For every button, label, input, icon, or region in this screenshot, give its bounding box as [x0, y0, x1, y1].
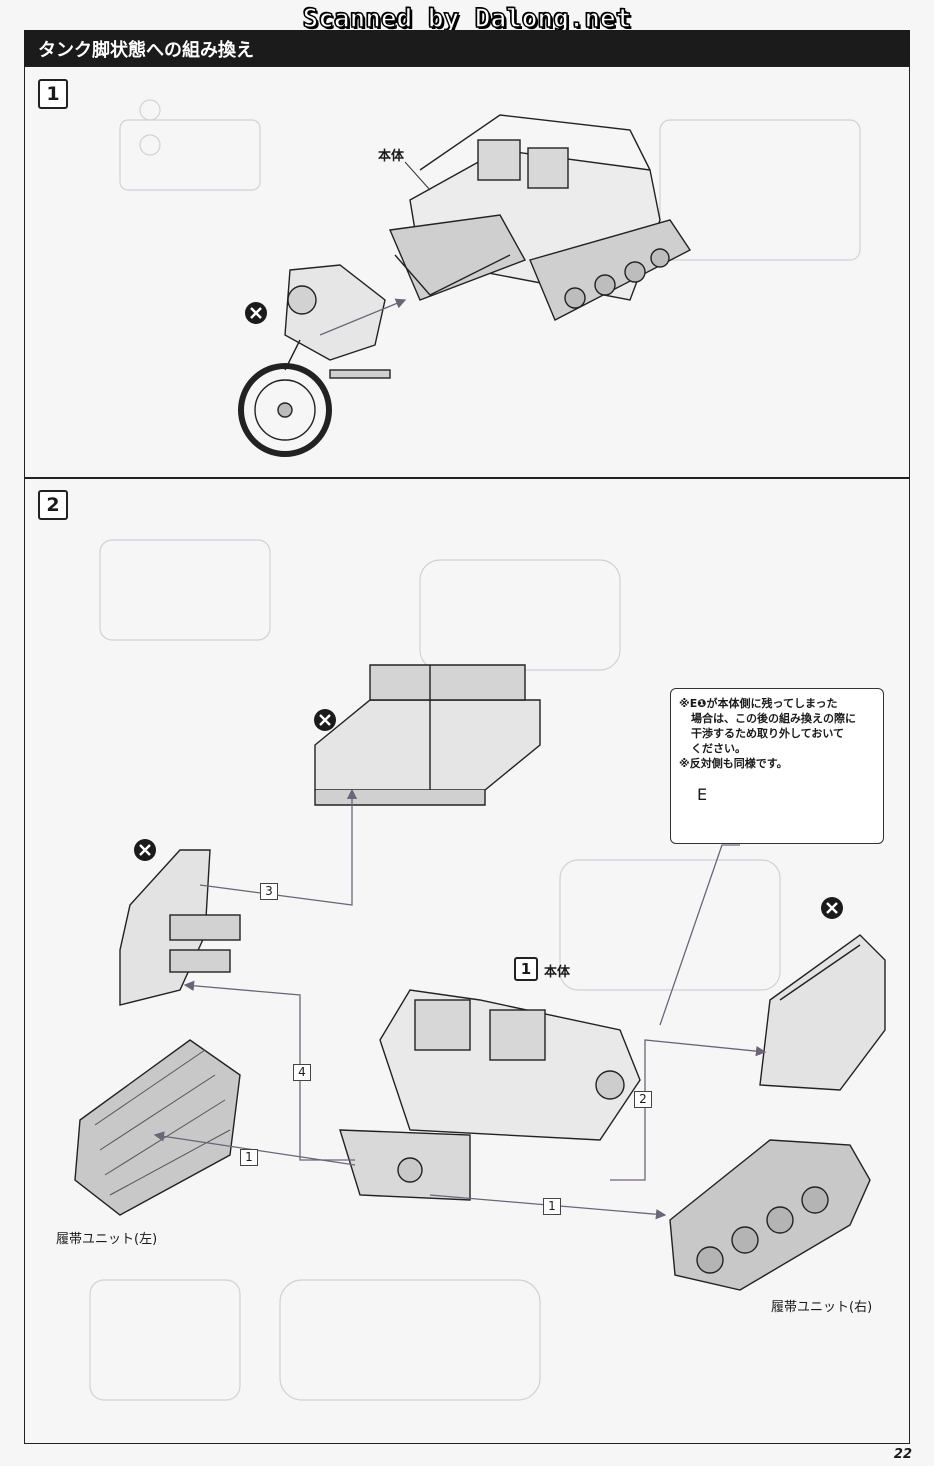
arrow-step-4: 4: [293, 1064, 311, 1081]
note-box: ※E❶が本体側に残ってしまった 場合は、この後の組み換えの際に 干渉するため取り…: [670, 688, 884, 844]
part-number-1: 1: [720, 787, 729, 801]
note-line-2: 場合は、この後の組み換えの際に: [691, 712, 856, 725]
track-right-label: 履帯ユニット(右): [771, 1300, 873, 1315]
arrow-step-1-left: 1: [240, 1149, 258, 1166]
seat-panel-removed: [314, 664, 541, 806]
part-label-e: E: [697, 785, 708, 804]
body-step-number: 1: [514, 957, 538, 981]
arrow-step-2: 2: [634, 1091, 652, 1108]
body-label-step1: 本体: [378, 149, 405, 164]
step-2-panel: [24, 478, 910, 1444]
note-line-4: ください。: [691, 742, 746, 755]
bike-removed: [238, 264, 391, 457]
track-left-label: 履帯ユニット(左): [56, 1232, 158, 1247]
page-number: 22: [893, 1447, 912, 1462]
left-bracket-removed: [119, 849, 241, 1006]
step-1-number: 1: [38, 79, 68, 109]
main-body-step2: [339, 989, 641, 1201]
right-bracket-removed: [759, 934, 886, 1091]
section-title: タンク脚状態への組み換え: [38, 40, 254, 61]
left-track-unit: [74, 1039, 241, 1216]
section-header: タンク脚状態への組み換え: [24, 30, 910, 66]
arrow-step-3: 3: [260, 883, 278, 900]
arrow-step-1-right: 1: [543, 1198, 561, 1215]
body-label-step2: 本体: [544, 965, 571, 980]
step-1-panel: [24, 66, 910, 478]
tank-body-step1: [388, 114, 692, 321]
step-2-number: 2: [38, 490, 68, 520]
right-track-unit: [669, 1139, 871, 1291]
scanner-watermark: Scanned by Dalong.net: [302, 3, 632, 34]
note-line-1: ※E❶が本体側に残ってしまった: [679, 697, 838, 710]
note-line-3: 干渉するため取り外しておいて: [691, 727, 845, 740]
note-line-5: ※反対側も同様です。: [679, 757, 788, 770]
